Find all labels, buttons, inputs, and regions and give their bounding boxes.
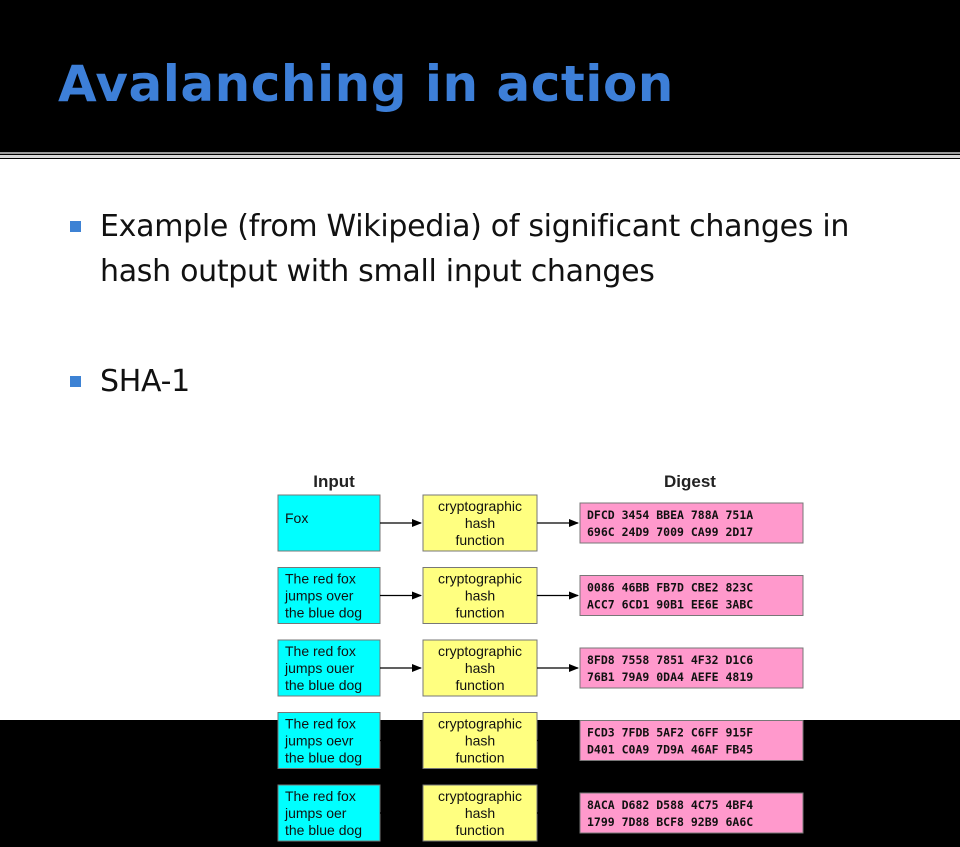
function-text: hash: [465, 805, 495, 821]
square-bullet-icon: [70, 221, 81, 232]
function-text: function: [455, 822, 504, 838]
digest-box: [579, 575, 804, 616]
digest-text: 8ACA D682 D588 4C75 4BF4: [587, 798, 753, 812]
function-text: cryptographic: [438, 716, 522, 732]
function-text: cryptographic: [438, 498, 522, 514]
input-text: The red fox: [285, 716, 356, 732]
input-header: Input: [313, 472, 355, 491]
digest-box: [579, 647, 804, 689]
bullet-item: SHA-1: [70, 359, 860, 404]
input-text: the blue dog: [285, 605, 362, 621]
function-text: function: [455, 750, 504, 766]
digest-box: [579, 502, 804, 544]
function-text: hash: [465, 588, 495, 604]
digest-text: ACC7 6CD1 90B1 EE6E 3ABC: [587, 598, 753, 612]
bullet-text: SHA-1: [100, 364, 190, 399]
slide-title: Avalanching in action: [58, 55, 674, 113]
hash-function-box: [422, 494, 538, 552]
digest-text: D401 C0A9 7D9A 46AF FB45: [587, 743, 753, 757]
title-band: Avalanching in action: [0, 0, 960, 150]
digest-text: 1799 7D88 BCF8 92B9 6A6C: [587, 815, 753, 829]
function-text: hash: [465, 733, 495, 749]
digest-text: 0086 46BB FB7D CBE2 823C: [587, 581, 753, 595]
input-text: The red fox: [285, 788, 356, 804]
title-divider: [0, 152, 960, 154]
function-text: cryptographic: [438, 643, 522, 659]
function-text: cryptographic: [438, 788, 522, 804]
function-text: function: [455, 677, 504, 693]
digest-text: 8FD8 7558 7851 4F32 D1C6: [587, 653, 753, 667]
digest-text: DFCD 3454 BBEA 788A 751A: [587, 508, 753, 522]
input-text: jumps over: [284, 588, 354, 604]
bullet-text: Example (from Wikipedia) of significant …: [100, 209, 850, 289]
input-box: [277, 567, 381, 624]
digest-text: 696C 24D9 7009 CA99 2D17: [587, 525, 753, 539]
input-box: [277, 494, 381, 552]
square-bullet-icon: [70, 376, 81, 387]
input-text: jumps ouer: [284, 660, 355, 676]
function-text: hash: [465, 660, 495, 676]
input-text: The red fox: [285, 643, 356, 659]
function-text: cryptographic: [438, 571, 522, 587]
input-text: The red fox: [285, 571, 356, 587]
input-text: jumps oevr: [284, 733, 354, 749]
title-divider-light: [0, 155, 960, 158]
bullet-item: Example (from Wikipedia) of significant …: [70, 204, 860, 294]
digest-header: Digest: [664, 472, 716, 491]
slide-content: Example (from Wikipedia) of significant …: [0, 159, 960, 842]
digest-text: FCD3 7FDB 5AF2 C6FF 915F: [587, 726, 753, 740]
hash-function-box: [422, 567, 538, 624]
input-text: the blue dog: [285, 822, 362, 838]
function-text: function: [455, 605, 504, 621]
input-text: the blue dog: [285, 750, 362, 766]
function-text: function: [455, 532, 504, 548]
input-text: jumps oer: [284, 805, 347, 821]
function-text: hash: [465, 515, 495, 531]
input-text: the blue dog: [285, 677, 362, 693]
input-text: Fox: [285, 510, 308, 526]
digest-text: 76B1 79A9 0DA4 AEFE 4819: [587, 670, 753, 684]
